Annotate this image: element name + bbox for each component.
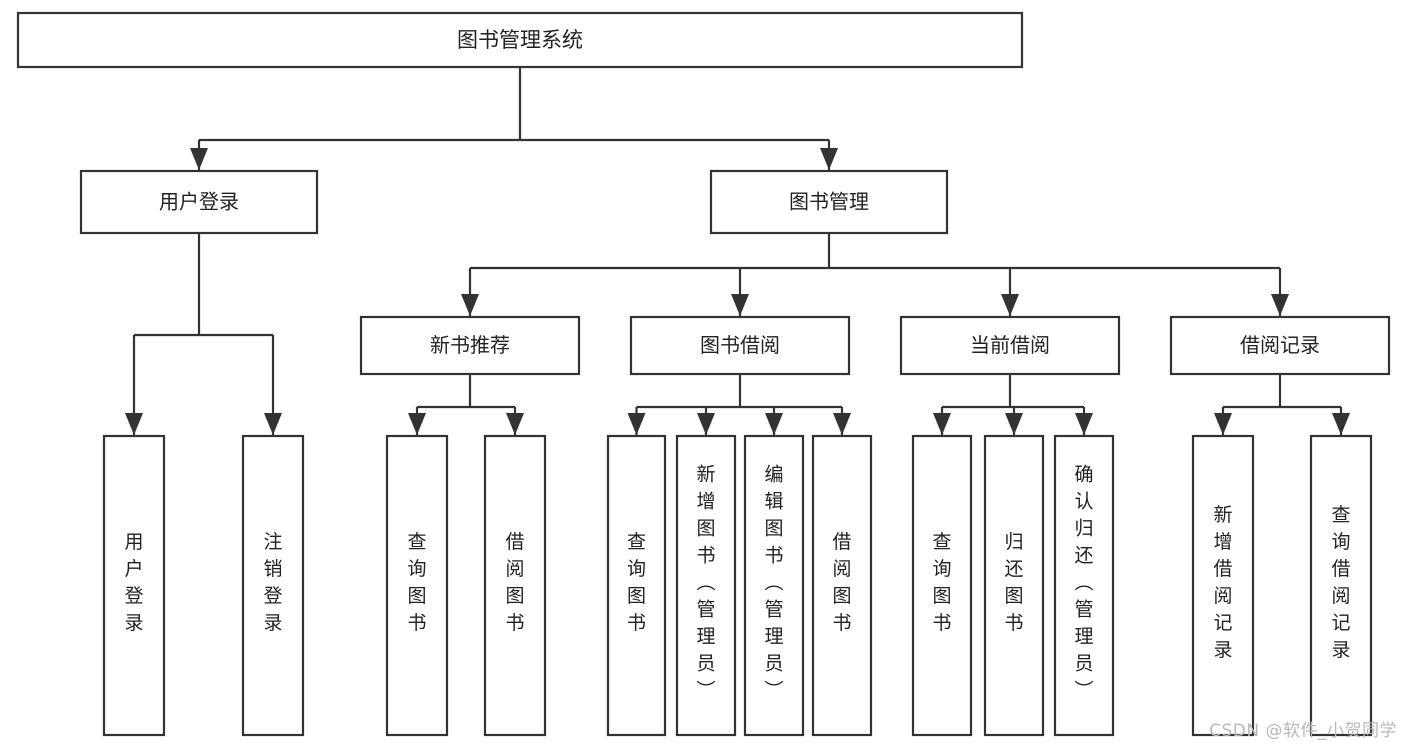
node-leaf-user-login-label: 用户登录: [124, 531, 143, 634]
node-new-book-recommend-rect: [359, 315, 581, 376]
node-current-borrow-rect: [899, 315, 1121, 376]
node-leaf-query-borrow-record-label: 查询借阅记录: [1331, 504, 1350, 661]
node-leaf-borrow-book-rec[interactable]: 借阅图书: [483, 434, 547, 737]
node-leaf-user-login-rect: [102, 434, 166, 737]
node-book-management-label: 图书管理: [789, 190, 869, 214]
node-leaf-query-borrow-record[interactable]: 查询借阅记录: [1309, 434, 1373, 737]
node-leaf-edit-book-admin-label: 编辑图书︵管理员︶: [764, 464, 783, 702]
node-leaf-query-book-rec-label: 查询图书: [407, 531, 426, 634]
node-borrow-record-label: 借阅记录: [1240, 333, 1320, 357]
node-leaf-add-book-admin-rect: [675, 434, 737, 737]
node-leaf-query-book-borrow-rect: [606, 434, 667, 737]
node-leaf-confirm-return-admin-rect: [1053, 434, 1115, 737]
node-book-management[interactable]: 图书管理: [709, 169, 949, 235]
node-leaf-query-book-borrow-label: 查询图书: [627, 531, 646, 634]
node-leaf-add-borrow-record[interactable]: 新增借阅记录: [1191, 434, 1255, 737]
node-leaf-query-book-rec-rect: [385, 434, 449, 737]
node-leaf-user-login[interactable]: 用户登录: [102, 434, 166, 737]
node-leaf-return-book[interactable]: 归还图书: [983, 434, 1045, 737]
node-leaf-query-book-rec[interactable]: 查询图书: [385, 434, 449, 737]
node-leaf-borrow-book-rec-rect: [483, 434, 547, 737]
node-leaf-logout-label: 注销登录: [263, 531, 282, 634]
node-book-borrow-label: 图书借阅: [700, 333, 780, 357]
node-leaf-logout[interactable]: 注销登录: [241, 434, 305, 737]
node-leaf-edit-book-admin[interactable]: 编辑图书︵管理员︶: [743, 434, 805, 737]
node-leaf-return-book-rect: [983, 434, 1045, 737]
watermark-label: CSDN @软件_小贺同学: [1209, 721, 1397, 741]
node-leaf-borrow-book-rec-label: 借阅图书: [505, 531, 524, 634]
node-leaf-logout-rect: [241, 434, 305, 737]
node-current-borrow[interactable]: 当前借阅: [899, 315, 1121, 376]
node-user-login-label: 用户登录: [159, 190, 239, 214]
node-leaf-borrow-book[interactable]: 借阅图书: [811, 434, 873, 737]
node-leaf-query-book-borrow[interactable]: 查询图书: [606, 434, 667, 737]
node-current-borrow-label: 当前借阅: [970, 333, 1050, 357]
node-new-book-recommend-label: 新书推荐: [430, 333, 510, 357]
node-leaf-query-borrow-record-rect: [1309, 434, 1373, 737]
node-leaf-edit-book-admin-rect: [743, 434, 805, 737]
node-book-borrow-rect: [629, 315, 851, 376]
node-leaf-borrow-book-rect: [811, 434, 873, 737]
node-leaf-query-book-cur[interactable]: 查询图书: [911, 434, 973, 737]
node-book-borrow[interactable]: 图书借阅: [629, 315, 851, 376]
node-user-login-rect: [79, 169, 319, 235]
node-book-management-rect: [709, 169, 949, 235]
node-user-login[interactable]: 用户登录: [79, 169, 319, 235]
node-leaf-confirm-return-admin[interactable]: 确认归还︵管理员︶: [1053, 434, 1115, 737]
node-root-root-rect: [16, 11, 1024, 69]
node-borrow-record-rect: [1169, 315, 1391, 376]
node-root-root-label: 图书管理系统: [457, 28, 583, 52]
node-leaf-add-borrow-record-rect: [1191, 434, 1255, 737]
node-leaf-confirm-return-admin-label: 确认归还︵管理员︶: [1074, 464, 1093, 702]
node-leaf-query-book-cur-rect: [911, 434, 973, 737]
node-leaf-add-borrow-record-label: 新增借阅记录: [1213, 504, 1232, 661]
node-leaf-return-book-label: 归还图书: [1004, 531, 1023, 634]
node-new-book-recommend[interactable]: 新书推荐: [359, 315, 581, 376]
node-leaf-borrow-book-label: 借阅图书: [832, 531, 851, 634]
node-borrow-record[interactable]: 借阅记录: [1169, 315, 1391, 376]
node-root-root[interactable]: 图书管理系统: [16, 11, 1024, 69]
node-leaf-query-book-cur-label: 查询图书: [932, 531, 951, 634]
node-leaf-add-book-admin-label: 新增图书︵管理员︶: [696, 464, 715, 702]
node-leaf-add-book-admin[interactable]: 新增图书︵管理员︶: [675, 434, 737, 737]
